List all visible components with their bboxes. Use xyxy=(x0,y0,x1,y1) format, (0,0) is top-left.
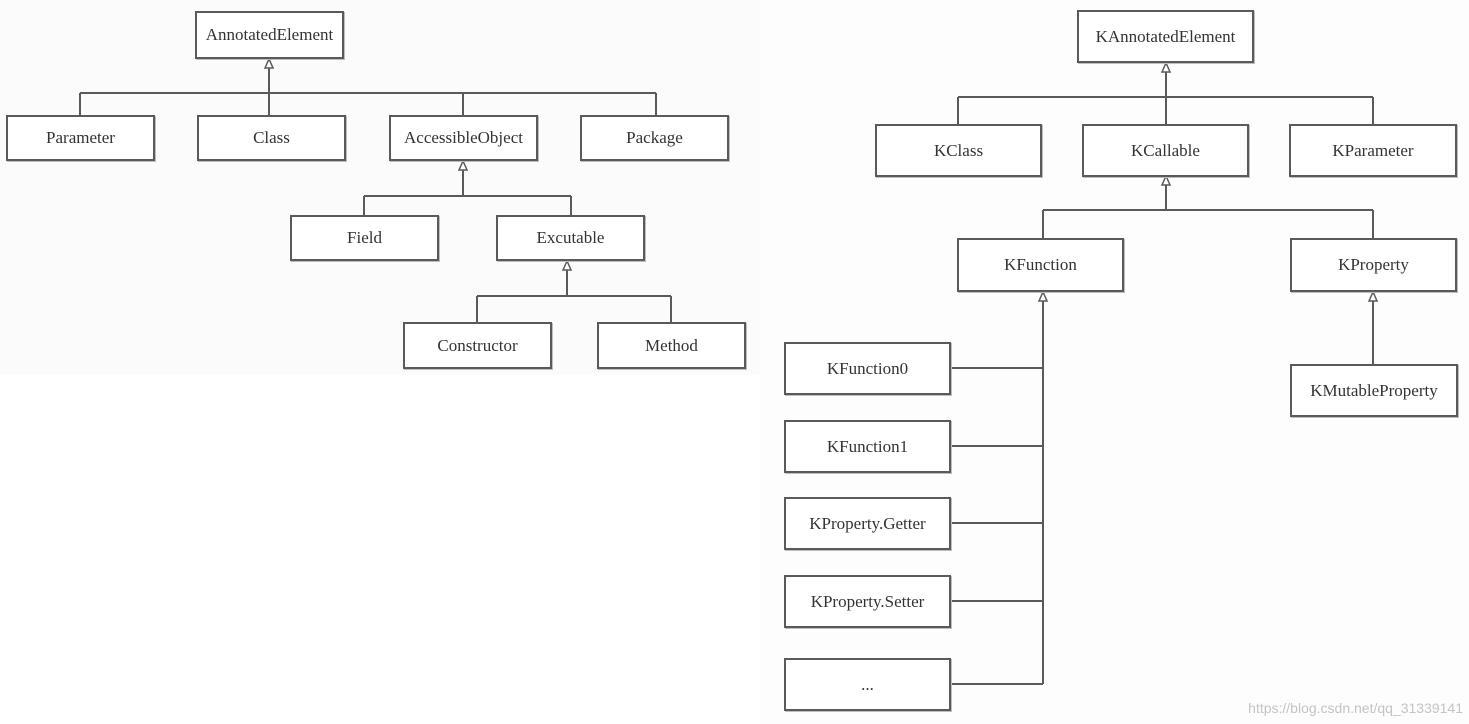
class-box: Class xyxy=(197,115,346,161)
k-function-box: KFunction xyxy=(957,238,1124,292)
method-box: Method xyxy=(597,322,746,369)
parameter-box: Parameter xyxy=(6,115,155,161)
java-reflection-panel xyxy=(0,0,760,375)
k-function1-box: KFunction1 xyxy=(784,420,951,473)
field-box: Field xyxy=(290,215,439,261)
k-callable-box: KCallable xyxy=(1082,124,1249,177)
inheritance-arrowhead xyxy=(263,57,275,69)
package-box: Package xyxy=(580,115,729,161)
more-subtypes-box: ... xyxy=(784,658,951,711)
k-property-getter-box: KProperty.Getter xyxy=(784,497,951,550)
accessible-object-box: AccessibleObject xyxy=(389,115,538,161)
inheritance-arrowhead xyxy=(1367,290,1379,302)
k-mutable-property-box: KMutableProperty xyxy=(1290,364,1458,417)
k-annotated-element-box: KAnnotatedElement xyxy=(1077,10,1254,63)
k-property-setter-box: KProperty.Setter xyxy=(784,575,951,628)
inheritance-arrowhead xyxy=(1160,174,1172,186)
inheritance-arrowhead xyxy=(561,259,573,271)
constructor-box: Constructor xyxy=(403,322,552,369)
k-function0-box: KFunction0 xyxy=(784,342,951,395)
k-parameter-box: KParameter xyxy=(1289,124,1457,177)
k-property-box: KProperty xyxy=(1290,238,1457,292)
k-class-box: KClass xyxy=(875,124,1042,177)
inheritance-arrowhead xyxy=(1037,290,1049,302)
inheritance-arrowhead xyxy=(1160,61,1172,73)
executable-box: Excutable xyxy=(496,215,645,261)
watermark-url: https://blog.csdn.net/qq_31339141 xyxy=(1248,700,1463,716)
annotated-element-box: AnnotatedElement xyxy=(195,11,344,59)
inheritance-arrowhead xyxy=(457,159,469,171)
